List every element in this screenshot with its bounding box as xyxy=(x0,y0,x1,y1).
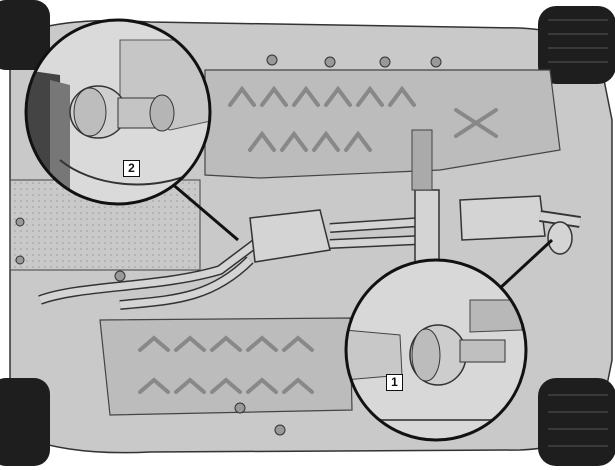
callout-label-1: 1 xyxy=(386,374,403,391)
leader-line-1 xyxy=(496,238,554,292)
detail-view-2 xyxy=(24,18,212,206)
underbody-panel-upper xyxy=(204,69,561,179)
detail-view-1 xyxy=(344,258,528,442)
leader-line-2 xyxy=(169,180,239,242)
callout-label-2: 2 xyxy=(123,160,140,177)
mounting-bolts xyxy=(15,54,442,436)
exhaust-system xyxy=(38,189,581,310)
heat-shield xyxy=(411,129,433,191)
tire-front-right xyxy=(538,6,615,84)
underbody-panel-lower xyxy=(99,317,353,416)
tire-rear-left xyxy=(0,378,50,466)
tire-rear-right xyxy=(538,378,615,466)
tire-front-left xyxy=(0,0,50,70)
